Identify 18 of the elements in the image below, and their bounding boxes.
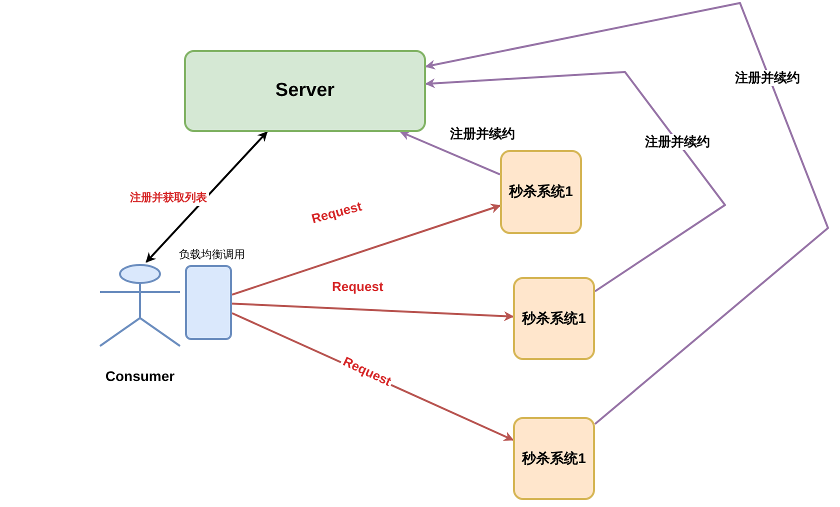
edge-label: 注册并续约 [733, 70, 802, 86]
edge-label: Request [330, 279, 386, 295]
box-caption: 负载均衡调用 [179, 248, 245, 262]
arrow [232, 302, 514, 322]
arrow [232, 204, 501, 296]
arrow [425, 2, 829, 425]
actor-label: Consumer [105, 368, 175, 384]
load-balancer-box [185, 265, 232, 340]
service-box: 秒杀系统1 [513, 417, 595, 500]
server-box: Server [184, 50, 426, 132]
edge-label: 注册并续约 [448, 126, 517, 142]
edge-label: 注册并获取列表 [128, 190, 209, 206]
arrow [400, 130, 500, 176]
edge-label: 注册并续约 [643, 134, 712, 150]
service-box: 秒杀系统1 [500, 150, 582, 234]
arrow [146, 131, 268, 263]
service-box: 秒杀系统1 [513, 277, 595, 360]
arrow [425, 71, 726, 292]
